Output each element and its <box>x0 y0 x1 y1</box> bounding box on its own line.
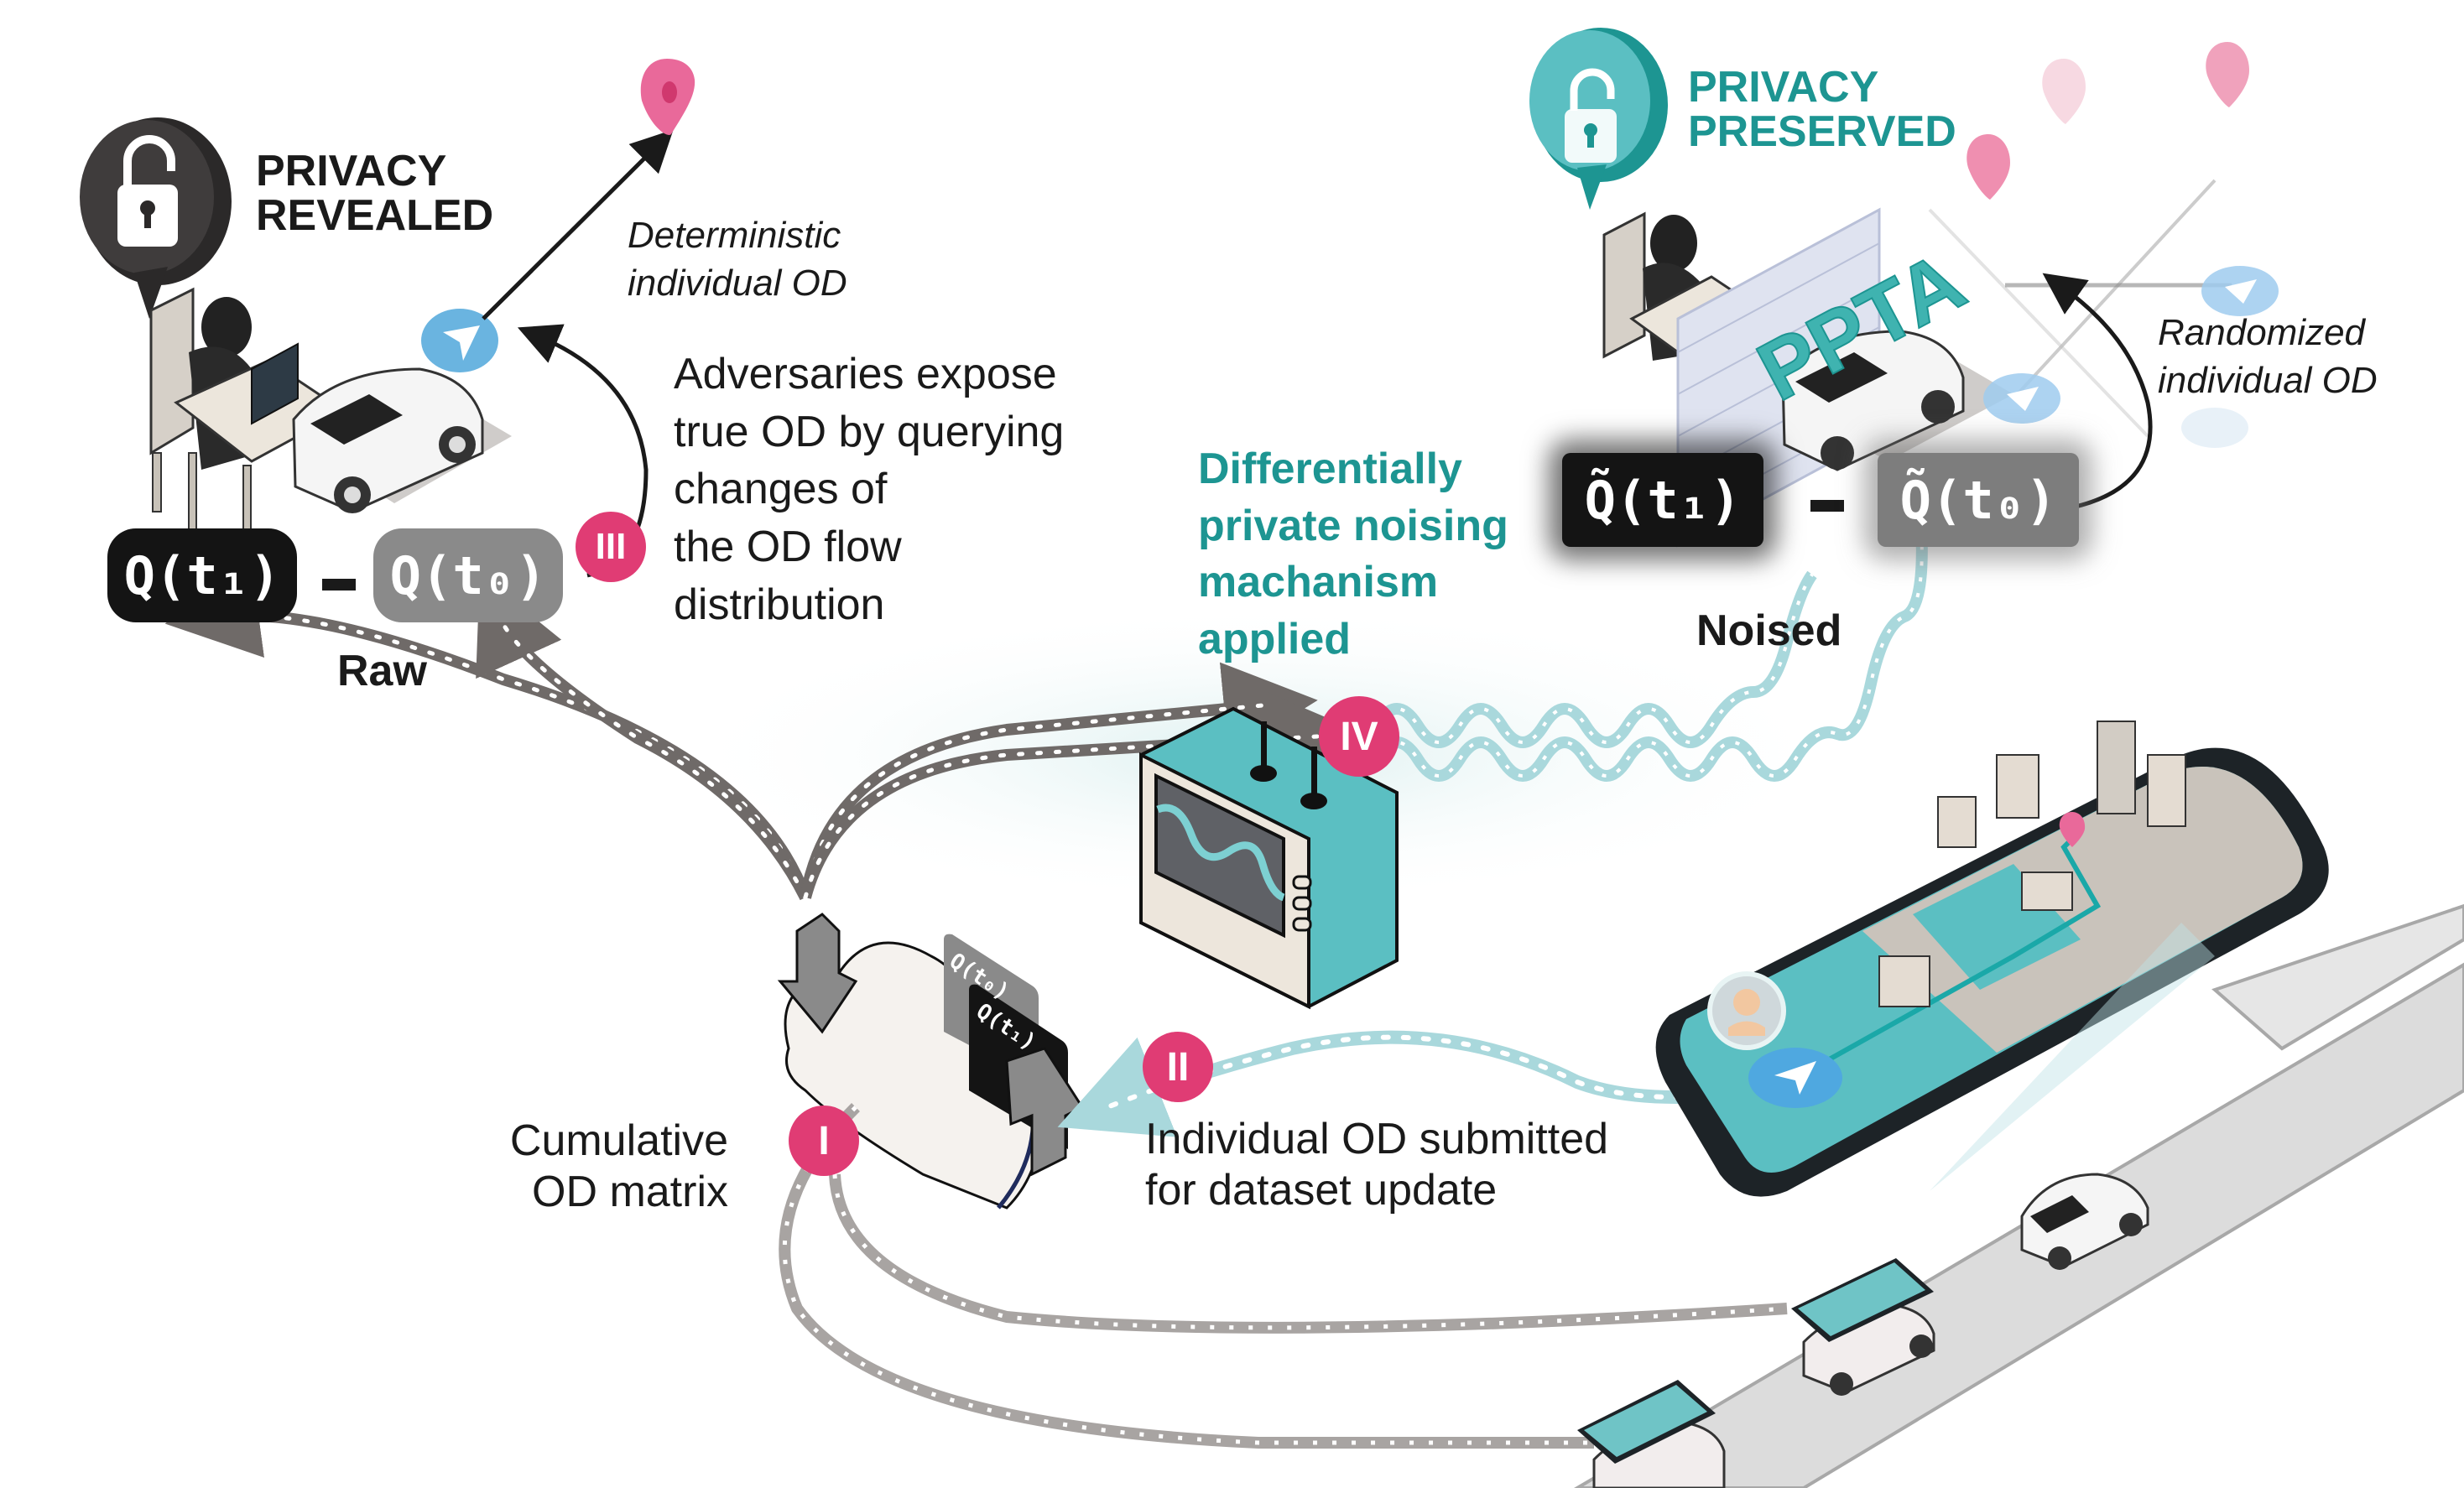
car-road-3 <box>1577 1380 1726 1488</box>
origin-nav-icon-faded-1 <box>2201 266 2279 316</box>
deterministic-label-line2: individual OD <box>628 263 847 304</box>
adversary-text-line5: distribution <box>674 580 885 629</box>
adversary-text-line3: changes of <box>674 465 888 514</box>
noise-wave-icon <box>1156 804 1285 902</box>
origin-nav-icon-faded-3 <box>2181 408 2248 448</box>
deterministic-od-arrow <box>482 129 674 320</box>
car-right <box>1781 330 2013 471</box>
noised-minus-sign <box>1810 500 1844 512</box>
privacy-preserved-title-line1: PRIVACY <box>1688 63 1879 112</box>
step-badge-IV: IV <box>1319 696 1399 777</box>
smartphone-map <box>1655 721 2329 1197</box>
privacy-preserved-title: PRIVACY PRESERVED <box>1688 65 1956 154</box>
raw-query-t0: Q(t₀) <box>373 528 563 622</box>
privacy-revealed-title-line1: PRIVACY <box>256 147 447 195</box>
cumulative-od-label: Cumulative OD matrix <box>507 1116 728 1219</box>
randomized-od-cluster <box>1928 42 2279 448</box>
noised-query-t0: Q̃(t₀) <box>1878 453 2079 547</box>
privacy-revealed-title: PRIVACY REVEALED <box>256 147 494 241</box>
cars-to-cloud-flow-lines <box>779 1103 1788 1449</box>
randomized-label-line2: individual OD <box>2158 360 2378 402</box>
destination-pin-icon-left <box>640 59 695 135</box>
origin-nav-icon-phone <box>1748 1048 1842 1108</box>
noised-flow-lines <box>1371 523 1928 782</box>
deterministic-od-label: Deterministic individual OD <box>628 211 847 307</box>
destination-pin-icon-faded-2 <box>2206 42 2249 107</box>
car-left <box>292 367 512 513</box>
privacy-preserved-title-line2: PRESERVED <box>1688 107 1956 157</box>
cumulative-label-line2: OD matrix <box>532 1168 728 1217</box>
privacy-preserved-lock-bubble <box>1529 28 1668 210</box>
adversary-text-line1: Adversaries expose <box>674 350 1057 398</box>
origin-nav-icon-faded-2 <box>1983 373 2060 424</box>
cumulative-label-line1: Cumulative <box>509 1116 728 1165</box>
destination-pin-icon-faded-1 <box>2042 59 2086 124</box>
randomized-od-label: Randomized individual OD <box>2158 309 2378 404</box>
step-badge-II: II <box>1143 1032 1213 1102</box>
destination-pin-icon-phone <box>2059 812 2086 847</box>
cloud-od-matrix <box>777 913 1085 1210</box>
submit-label-line1: Individual OD submitted <box>1145 1115 1609 1163</box>
noising-device <box>1139 706 1399 1010</box>
step-badge-III: III <box>576 512 646 582</box>
dp-mechanism-description: Differentially private noising machanism… <box>1198 441 1508 668</box>
destination-pin-icon-faded-3 <box>1967 134 2010 200</box>
privacy-revealed-title-line2: REVEALED <box>256 191 494 241</box>
dp-text-line1: Differentially <box>1198 445 1462 493</box>
randomized-label-line1: Randomized <box>2158 312 2366 353</box>
noised-label: Noised <box>1696 606 1842 655</box>
privacy-revealed-lock-bubble <box>80 117 232 319</box>
raw-label: Raw <box>337 647 427 695</box>
adversary-description: Adversaries expose true OD by querying c… <box>674 346 1064 633</box>
adversary-text-line4: the OD flow <box>674 522 902 571</box>
raw-flow-lines <box>164 565 1364 901</box>
randomized-od-arrow <box>2042 273 2153 510</box>
submit-od-label: Individual OD submitted for dataset upda… <box>1145 1114 1608 1217</box>
download-arrow-icon <box>777 913 858 1034</box>
step-badge-I: I <box>789 1106 859 1176</box>
car-road-2 <box>1791 1258 1935 1396</box>
raw-query-t1: Q(t₁) <box>107 528 297 622</box>
dp-text-line2: private noising <box>1198 501 1508 550</box>
dp-text-line3: machanism <box>1198 558 1439 607</box>
raw-minus-sign <box>322 579 356 591</box>
deterministic-label-line1: Deterministic <box>628 215 841 256</box>
dp-text-line4: applied <box>1198 614 1352 663</box>
adversary-text-line2: true OD by querying <box>674 407 1065 456</box>
submit-label-line2: for dataset update <box>1145 1166 1498 1215</box>
noised-query-t1: Q̃(t₁) <box>1562 453 1763 547</box>
car-road-1 <box>2020 1173 2149 1270</box>
origin-nav-icon-left <box>421 309 498 372</box>
